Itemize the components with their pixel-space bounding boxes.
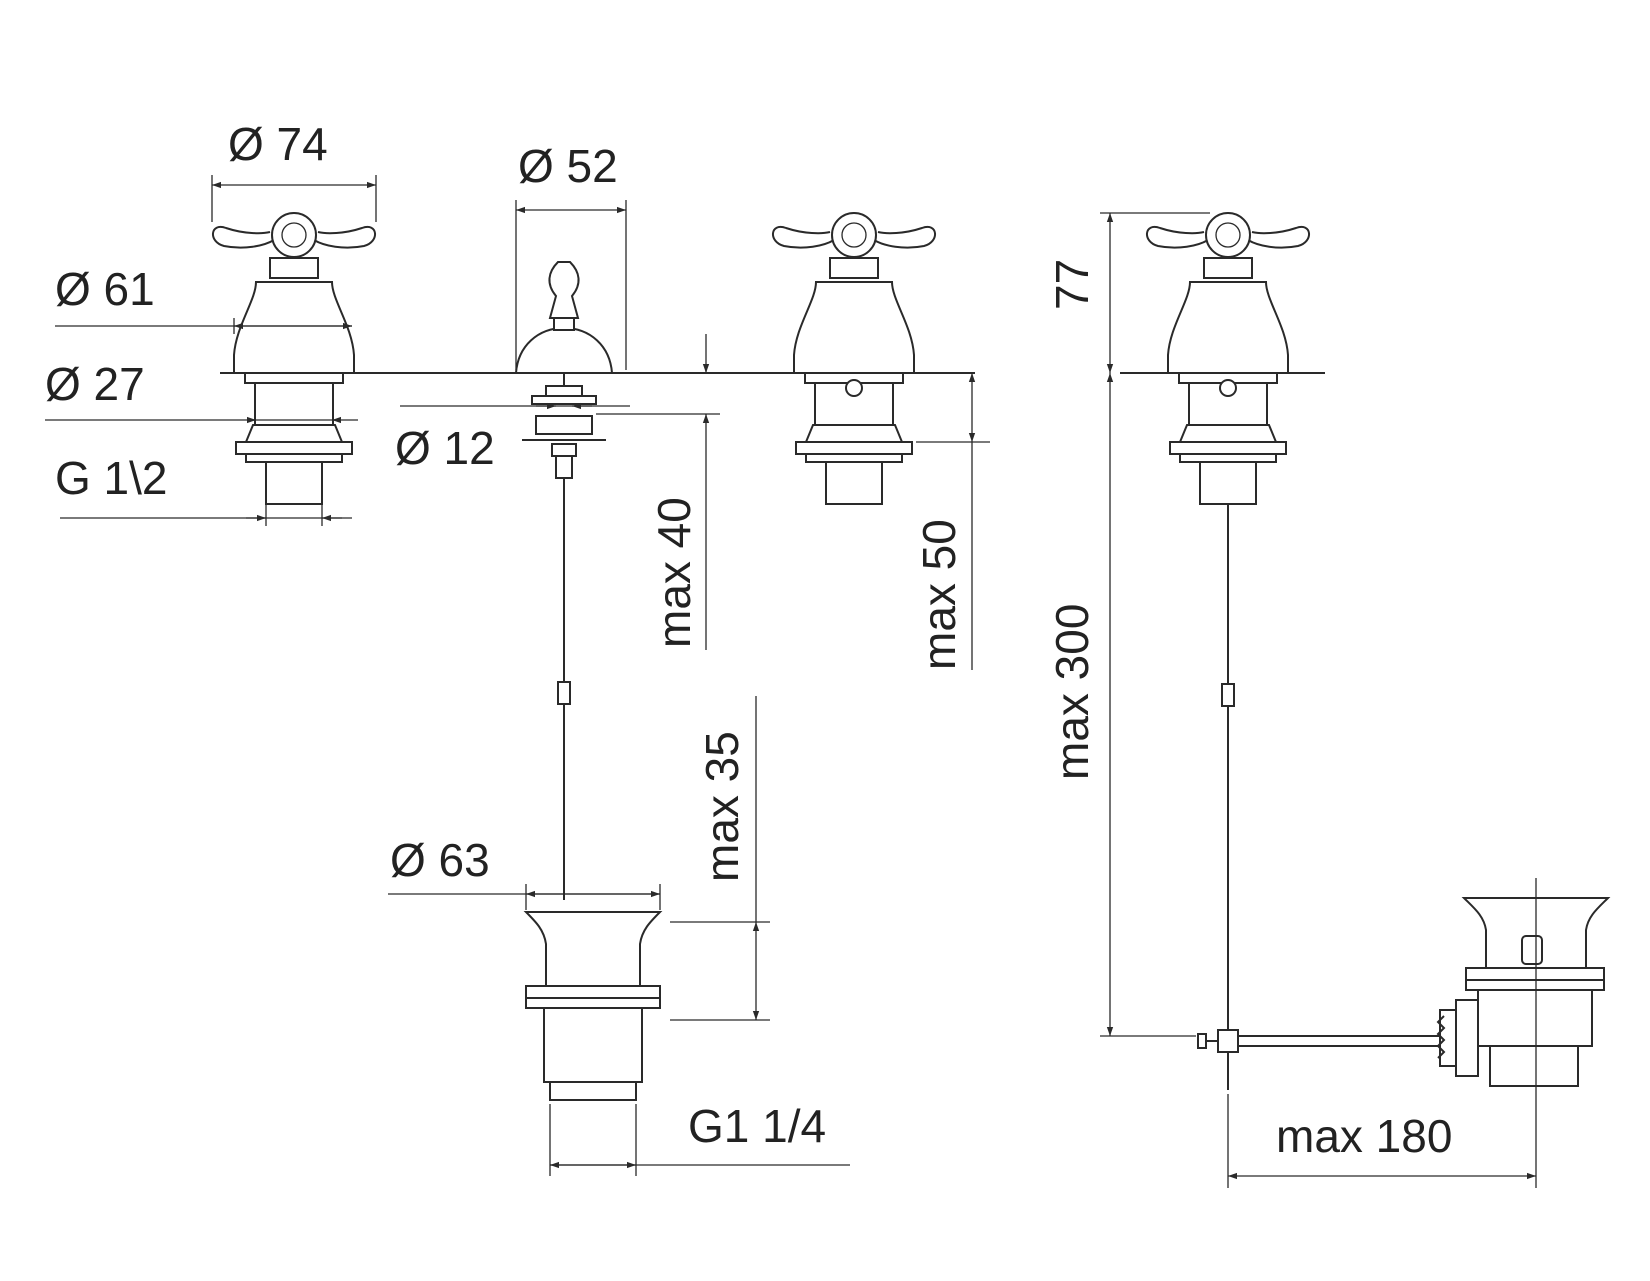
dimension-waste-height: max 35 [670,696,770,1021]
label-tap-shank-depth: max 50 [913,519,965,670]
dimension-handle-thread: G 1\2 [55,452,352,526]
dimension-spout-shank-depth: max 40 [596,334,720,650]
label-shank-diameter: Ø 27 [45,358,145,410]
dimension-base-diameter: Ø 61 [55,263,352,334]
dimension-handle-diameter: Ø 74 [211,118,377,222]
dimension-handle-height: 77 [1046,212,1210,373]
dimension-rod-diameter: Ø 12 [395,402,630,474]
dimension-shank-diameter: Ø 27 [45,358,358,424]
label-waste-thread: G1 1/4 [688,1100,826,1152]
label-base-diameter: Ø 61 [55,263,155,315]
right-tap [772,212,936,505]
label-waste-diameter: Ø 63 [390,834,490,886]
label-handle-thread: G 1\2 [55,452,168,504]
label-handle-diameter: Ø 74 [228,118,328,170]
left-tap [212,212,376,505]
label-waste-height: max 35 [696,731,748,882]
spout-assembly [514,261,614,900]
label-rod-reach: max 180 [1276,1110,1452,1162]
dimension-rod-reach: max 180 [1227,878,1537,1188]
label-spout-diameter: Ø 52 [518,140,618,192]
dimension-tap-shank-depth: max 50 [913,373,990,670]
label-rod-diameter: Ø 12 [395,422,495,474]
label-spout-shank-depth: max 40 [648,497,700,648]
dimension-pop-up-length: max 300 [1046,373,1196,1037]
side-tap [1146,212,1310,1090]
dimension-spout-diameter: Ø 52 [515,140,627,370]
dimension-waste-diameter: Ø 63 [388,834,661,910]
waste-side [1197,897,1611,1087]
dimension-waste-thread: G1 1/4 [549,1100,850,1176]
waste-front [523,911,663,1101]
label-pop-up-length: max 300 [1046,604,1098,780]
label-handle-height: 77 [1046,259,1098,310]
